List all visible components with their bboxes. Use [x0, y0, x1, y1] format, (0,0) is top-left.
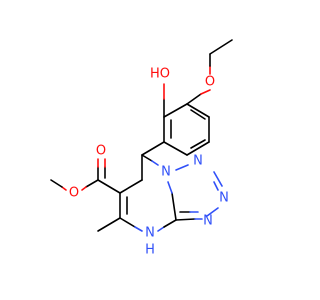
- hydroxyl-label: HO: [150, 67, 170, 82]
- molecule-structure: HO O O O N N N N N H: [50, 39, 233, 258]
- nh-hydrogen-label: H: [145, 243, 155, 258]
- tetrazole-nitrogen-label: N: [219, 191, 229, 206]
- bond: [200, 89, 211, 95]
- bond: [119, 179, 143, 194]
- bond: [134, 226, 143, 232]
- bond: [190, 109, 206, 120]
- bond: [213, 181, 219, 191]
- bond: [213, 171, 223, 187]
- ester-oxygen-label: O: [69, 186, 79, 201]
- bond: [81, 186, 87, 191]
- bond: [175, 218, 196, 221]
- bond: [97, 217, 121, 232]
- tetrazole-nitrogen-label: N: [203, 214, 213, 229]
- bond: [186, 103, 210, 118]
- bridge-nitrogen-label: N: [161, 165, 171, 180]
- bond: [119, 217, 136, 228]
- bond: [163, 219, 177, 228]
- bond: [50, 179, 63, 188]
- bond: [151, 160, 159, 166]
- bond: [85, 179, 99, 188]
- carbonyl-oxygen-label: O: [96, 144, 106, 159]
- bond: [186, 93, 202, 105]
- bond: [167, 181, 173, 194]
- bond: [163, 141, 188, 156]
- tetrazole-nitrogen-label: N: [193, 154, 203, 169]
- bond: [171, 192, 177, 221]
- bond: [61, 186, 67, 191]
- nh-nitrogen-label: N: [145, 226, 155, 241]
- bond: [175, 164, 189, 171]
- bond: [209, 39, 233, 55]
- bond: [206, 207, 219, 217]
- bond: [190, 139, 206, 149]
- bond: [157, 226, 165, 232]
- ether-oxygen-label: O: [205, 75, 215, 90]
- bonds: [50, 39, 233, 232]
- bond: [141, 141, 165, 156]
- bond: [163, 103, 188, 118]
- bond: [97, 179, 121, 194]
- bond: [186, 141, 210, 156]
- bond: [141, 154, 153, 162]
- atom-labels: HO O O O N N N N N H: [69, 67, 229, 258]
